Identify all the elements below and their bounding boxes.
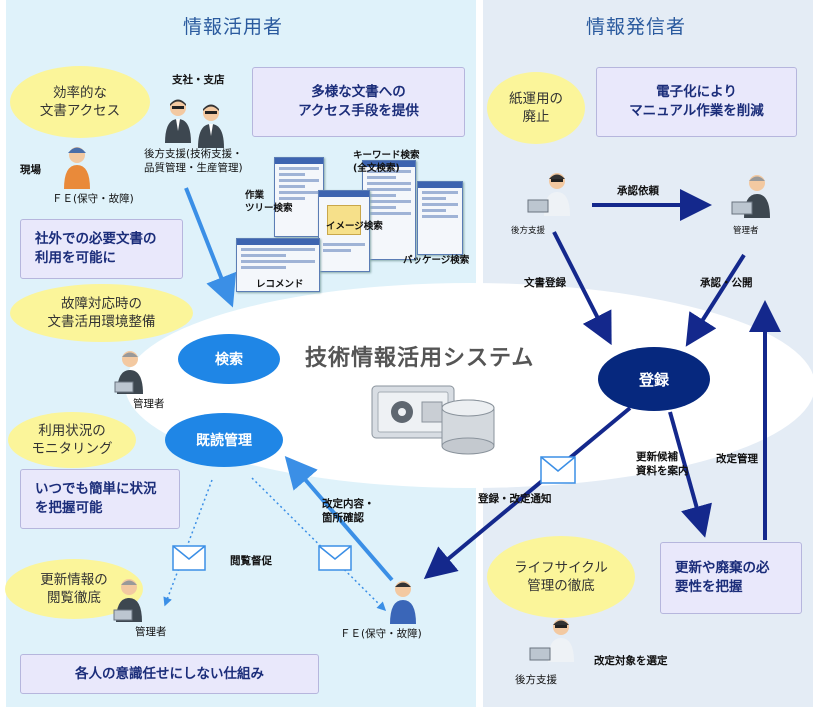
- person-fe-icon: [390, 581, 416, 624]
- label-admin-2: 管理者: [135, 626, 167, 638]
- label-site: 現場: [20, 164, 41, 176]
- node-search: 検索: [178, 334, 280, 384]
- label-support-1: 後方支援: [511, 226, 546, 236]
- label-tree-search: 作業 ツリー検索: [245, 190, 293, 214]
- label-read-prompt: 閲覧督促: [230, 555, 272, 567]
- thumb-tree-search: [274, 157, 324, 237]
- person-manager-icon: [731, 175, 770, 218]
- label-fe-1: ＦＥ(保守・故障): [52, 193, 134, 205]
- thumb-image-search: [318, 190, 370, 272]
- box-digitization: 電子化により マニュアル作業を削減: [596, 67, 797, 137]
- person-admin-icon: [113, 579, 142, 622]
- bubble-lifecycle: ライフサイクル 管理の徹底: [487, 536, 635, 618]
- label-manager: 管理者: [733, 226, 759, 236]
- bubble-efficient-access: 効率的な 文書アクセス: [10, 66, 150, 138]
- person-admin-icon: [114, 351, 143, 394]
- label-register-notify: 登録・改定通知: [478, 493, 552, 505]
- label-support-roles: 後方支援(技術支援・ 品質管理・生産管理): [144, 148, 243, 175]
- thumb-recommend: [236, 238, 320, 292]
- mail-icon: [318, 545, 352, 571]
- arrow-confirm: [284, 455, 394, 582]
- box-mechanism: 各人の意識任せにしない仕組み: [20, 654, 319, 694]
- label-approve-publish: 承認・公開: [700, 277, 753, 289]
- label-branch: 支社・支店: [172, 74, 225, 86]
- arrow-approve-publish: [685, 253, 746, 347]
- label-approval-request: 承認依頼: [617, 185, 659, 197]
- server-icon: [371, 385, 495, 455]
- person-support-icon: [198, 104, 224, 148]
- arrow-candidates: [668, 411, 712, 538]
- label-revision-mgmt: 改定管理: [716, 453, 758, 465]
- arrow-doc-register: [552, 231, 612, 346]
- label-confirm-revision: 改定内容・ 箇所確認: [322, 498, 375, 525]
- box-status: いつでも簡単に状況 を把握可能: [20, 469, 180, 529]
- right-panel-title: 情報発信者: [586, 16, 687, 38]
- label-admin-1: 管理者: [133, 398, 165, 410]
- label-fe-2: ＦＥ(保守・故障): [340, 628, 422, 640]
- label-doc-register: 文書登録: [524, 277, 566, 289]
- box-access-means: 多様な文書への アクセス手段を提供: [252, 67, 465, 137]
- arrow-to-search: [184, 187, 237, 308]
- box-outside-use: 社外での必要文書の 利用を可能に: [20, 219, 183, 279]
- system-title: 技術情報活用システム: [305, 346, 535, 371]
- person-fe-icon: [64, 147, 90, 189]
- mail-icon: [172, 545, 206, 571]
- node-read-mgmt: 既読管理: [165, 413, 283, 467]
- label-select-target: 改定対象を選定: [594, 655, 668, 667]
- bubble-failure-env: 故障対応時の 文書活用環境整備: [10, 284, 193, 342]
- person-support-icon: [529, 619, 574, 662]
- node-register: 登録: [598, 347, 710, 411]
- label-package-search: パッケージ検索: [403, 255, 470, 266]
- label-keyword-search: キーワード検索 (全文検索): [353, 150, 420, 174]
- person-support-icon: [527, 173, 570, 216]
- label-support-2: 後方支援: [515, 674, 557, 686]
- mail-icon: [540, 456, 576, 484]
- bubble-paperless: 紙運用の 廃止: [487, 72, 585, 144]
- arrow-notify: [423, 406, 632, 580]
- bubble-monitoring: 利用状況の モニタリング: [8, 412, 136, 468]
- dotted-to-admin: [163, 479, 213, 607]
- label-recommend: レコメンド: [256, 279, 304, 290]
- thumb-package-search: [417, 181, 463, 255]
- label-image-search: イメージ検索: [326, 221, 383, 232]
- label-candidates: 更新候補 資料を案内: [636, 451, 689, 478]
- dotted-to-fe: [251, 477, 387, 612]
- thumb-keyword-search: [362, 160, 416, 260]
- person-support-icon: [165, 99, 191, 143]
- left-panel-title: 情報活用者: [183, 16, 284, 38]
- box-needs: 更新や廃棄の必 要性を把握: [660, 542, 802, 614]
